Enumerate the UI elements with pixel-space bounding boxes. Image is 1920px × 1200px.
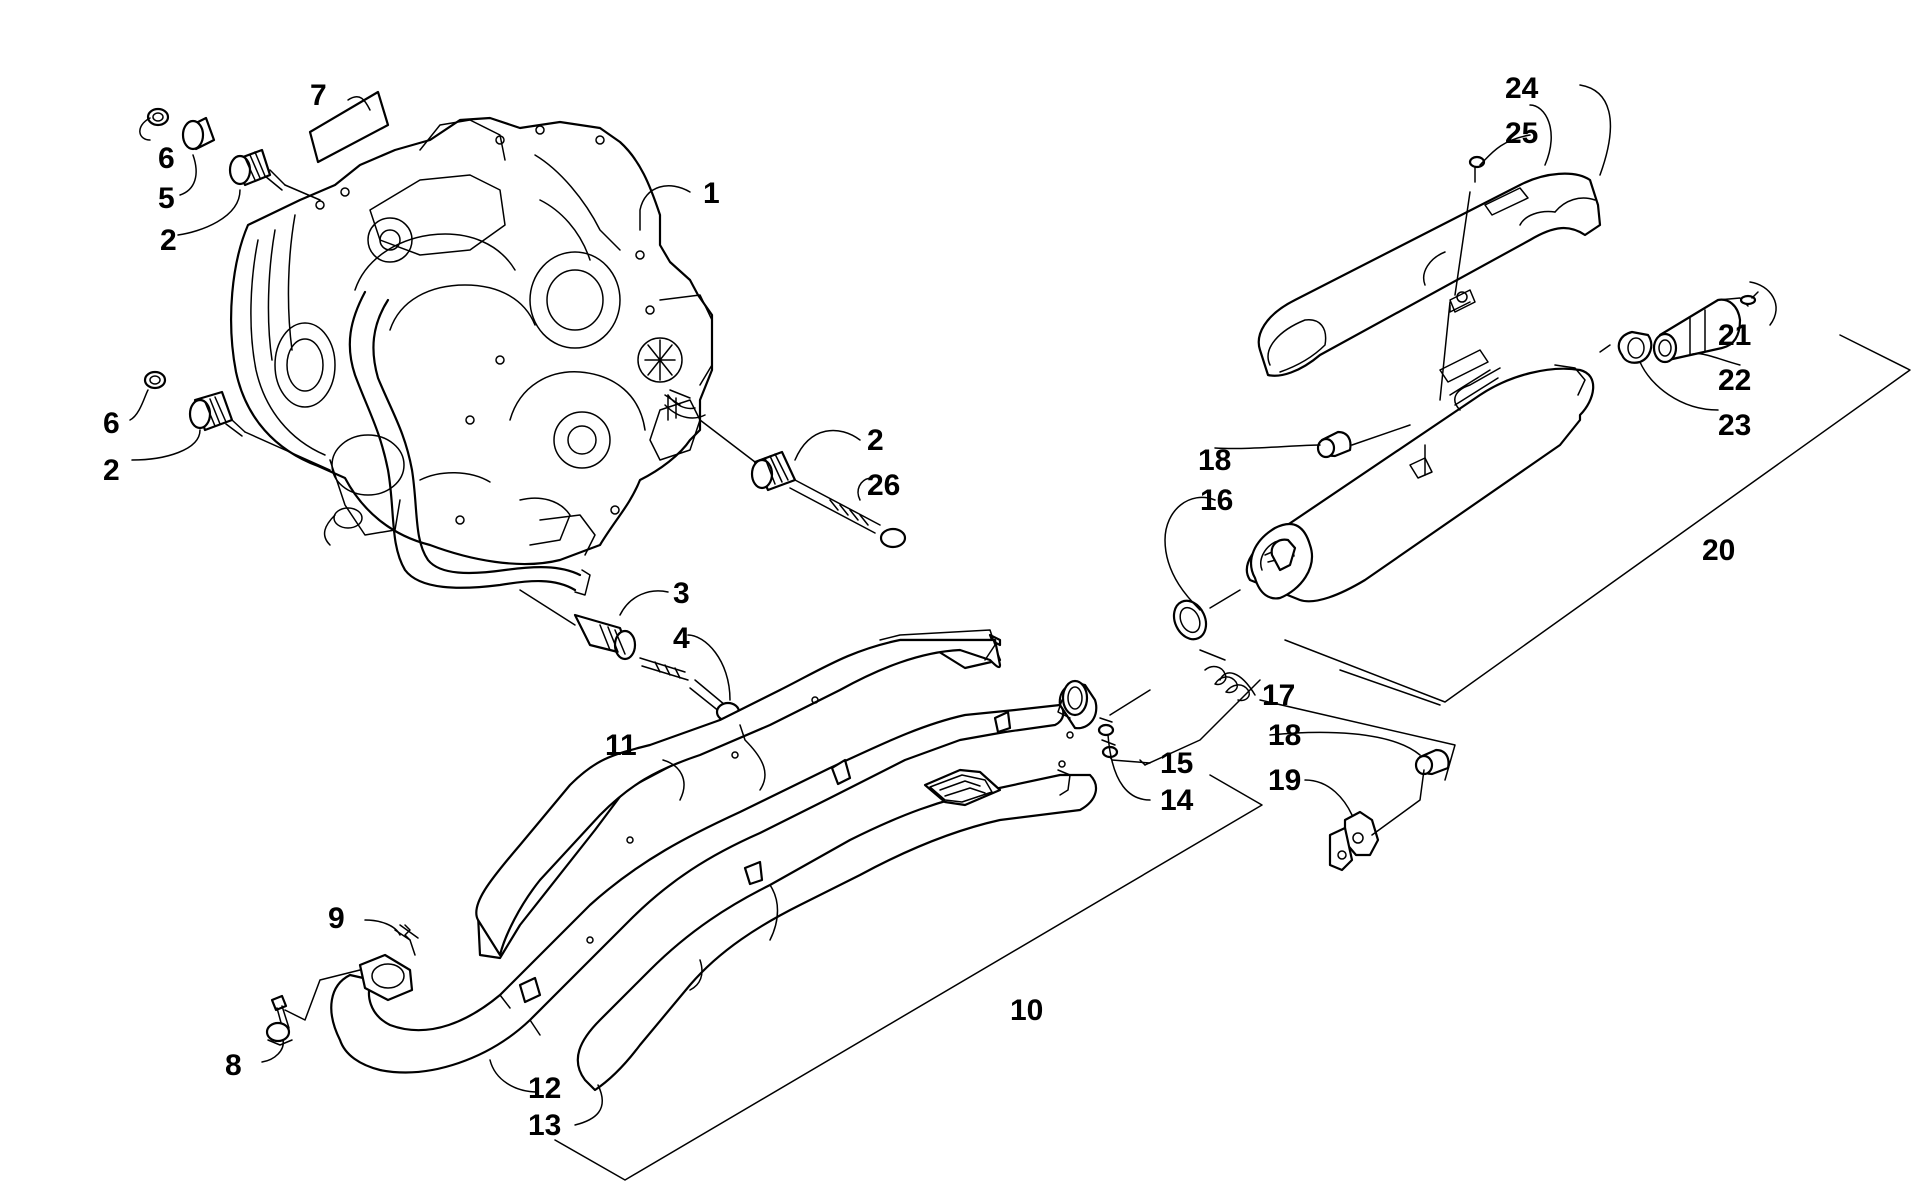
callout-21: 21 [1718,319,1751,352]
callout-9: 9 [328,902,345,935]
callout-2-lower: 2 [103,454,120,487]
lower-left-mount-hardware [143,370,331,471]
group-bracket-lines [554,334,1911,1181]
callout-24: 24 [1505,72,1539,105]
callout-12: 12 [528,1072,561,1105]
callout-18-lower: 18 [1268,719,1301,752]
callout-17: 17 [1262,679,1295,712]
callout-18-upper: 18 [1198,444,1231,477]
callout-2-upper: 2 [160,224,177,257]
callout-23: 23 [1718,409,1751,442]
muffler-heat-shield [1257,172,1602,377]
callout-19: 19 [1268,764,1301,797]
callout-6-lower: 6 [103,407,120,440]
manifold-flange-and-bolt [265,924,419,1046]
callout-26: 26 [867,469,900,502]
callout-2-right: 2 [867,424,884,457]
callout-6-upper: 6 [158,142,175,175]
callout-25: 25 [1505,117,1538,150]
callout-7: 7 [310,79,327,112]
callout-1: 1 [703,177,720,210]
callout-10: 10 [1010,994,1043,1027]
callout-16: 16 [1200,484,1233,517]
callout-5: 5 [158,182,175,215]
callout-13: 13 [528,1109,561,1142]
decal [308,90,390,164]
leader-lines [129,84,1777,1126]
callout-14: 14 [1160,784,1194,817]
engine-assembly [230,116,714,596]
callout-3: 3 [673,577,690,610]
callout-8: 8 [225,1049,242,1082]
lower-mount-hardware [519,589,741,723]
muffler-assembly [1245,349,1595,603]
callout-labels: 1 2 2 2 3 4 5 6 6 7 8 9 10 11 12 13 14 1… [103,72,1751,1142]
exhaust-header-heat-shield [475,629,1002,960]
spark-arrestor-parts [1599,291,1759,364]
callout-20: 20 [1702,534,1735,567]
spring-and-gaskets [1097,589,1261,766]
callout-11: 11 [605,729,637,762]
upper-left-mount-hardware [146,107,321,201]
right-mount-hardware [699,419,907,549]
grommets-and-bracket [1316,424,1450,872]
callout-4: 4 [673,622,690,655]
callout-15: 15 [1160,747,1193,780]
exhaust-header-pipe [330,679,1098,1092]
callout-22: 22 [1718,364,1751,397]
